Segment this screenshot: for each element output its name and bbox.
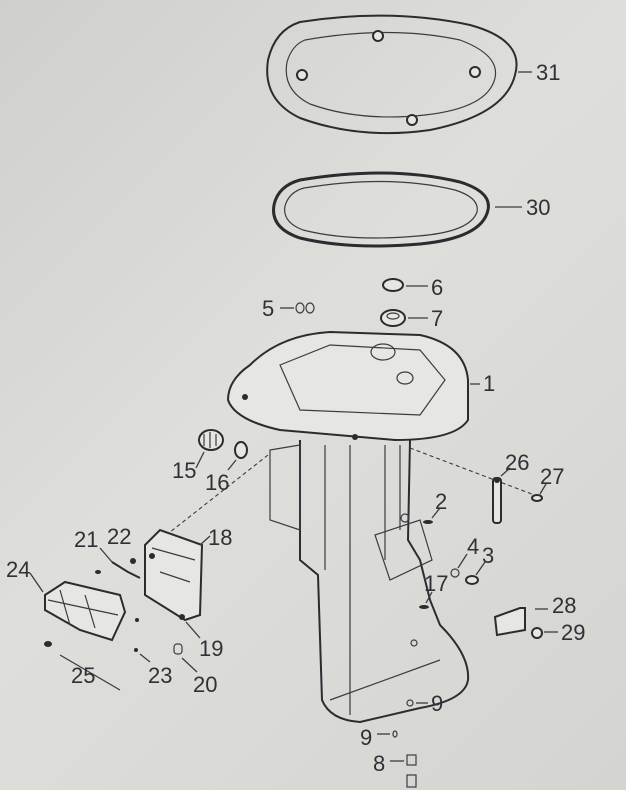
part-6-ring bbox=[382, 278, 428, 292]
part-1-adapter-plate bbox=[226, 330, 480, 442]
label-16: 16 bbox=[205, 470, 229, 495]
label-29: 29 bbox=[561, 620, 585, 645]
label-21: 21 bbox=[74, 527, 98, 552]
part-18-cover-plate bbox=[144, 528, 211, 639]
part-29-ring bbox=[531, 627, 558, 639]
label-27: 27 bbox=[540, 464, 564, 489]
label-2: 2 bbox=[435, 489, 447, 514]
label-7: 7 bbox=[431, 306, 443, 331]
label-17: 17 bbox=[424, 571, 448, 596]
part-22-nut bbox=[130, 558, 136, 564]
label-28: 28 bbox=[552, 593, 576, 618]
label-1: 1 bbox=[483, 371, 495, 396]
label-19: 19 bbox=[199, 636, 223, 661]
part-20-clip bbox=[173, 643, 198, 673]
part-24-housing bbox=[29, 572, 127, 642]
label-23: 23 bbox=[148, 663, 172, 688]
part-31-gasket bbox=[266, 14, 532, 135]
label-9-lower: 9 bbox=[360, 725, 372, 750]
label-18: 18 bbox=[208, 525, 232, 550]
part-7-bushing bbox=[380, 309, 428, 327]
part-5-pins bbox=[280, 302, 315, 314]
part-9-ring-a bbox=[406, 699, 428, 707]
part-17-bolt bbox=[419, 591, 433, 609]
label-25: 25 bbox=[71, 663, 95, 688]
label-15: 15 bbox=[172, 458, 196, 483]
label-20: 20 bbox=[193, 672, 217, 697]
part-26-pin bbox=[492, 467, 511, 524]
part-2-bolt bbox=[423, 507, 441, 524]
part-8-bushing bbox=[390, 754, 417, 788]
part-25-screw bbox=[44, 641, 121, 691]
label-26: 26 bbox=[505, 450, 529, 475]
part-23-screw bbox=[134, 618, 151, 663]
label-3: 3 bbox=[482, 543, 494, 568]
label-5: 5 bbox=[262, 296, 274, 321]
label-24: 24 bbox=[6, 557, 30, 582]
part-28-block bbox=[493, 607, 548, 637]
label-30: 30 bbox=[526, 195, 550, 220]
part-27-clip bbox=[531, 483, 547, 502]
label-9-upper: 9 bbox=[431, 691, 443, 716]
part-30-seal bbox=[272, 171, 522, 248]
part-15-grommet bbox=[195, 429, 224, 469]
part-21-screw bbox=[95, 547, 141, 579]
midsection-housing bbox=[269, 439, 470, 724]
part-9-ring-b bbox=[377, 730, 398, 738]
part-4-washer bbox=[450, 553, 468, 578]
label-31: 31 bbox=[536, 60, 560, 85]
label-8: 8 bbox=[373, 751, 385, 776]
part-16-washer bbox=[227, 441, 248, 471]
label-6: 6 bbox=[431, 275, 443, 300]
part-3-nut bbox=[465, 561, 486, 585]
label-22: 22 bbox=[107, 524, 131, 549]
label-4: 4 bbox=[467, 534, 479, 559]
